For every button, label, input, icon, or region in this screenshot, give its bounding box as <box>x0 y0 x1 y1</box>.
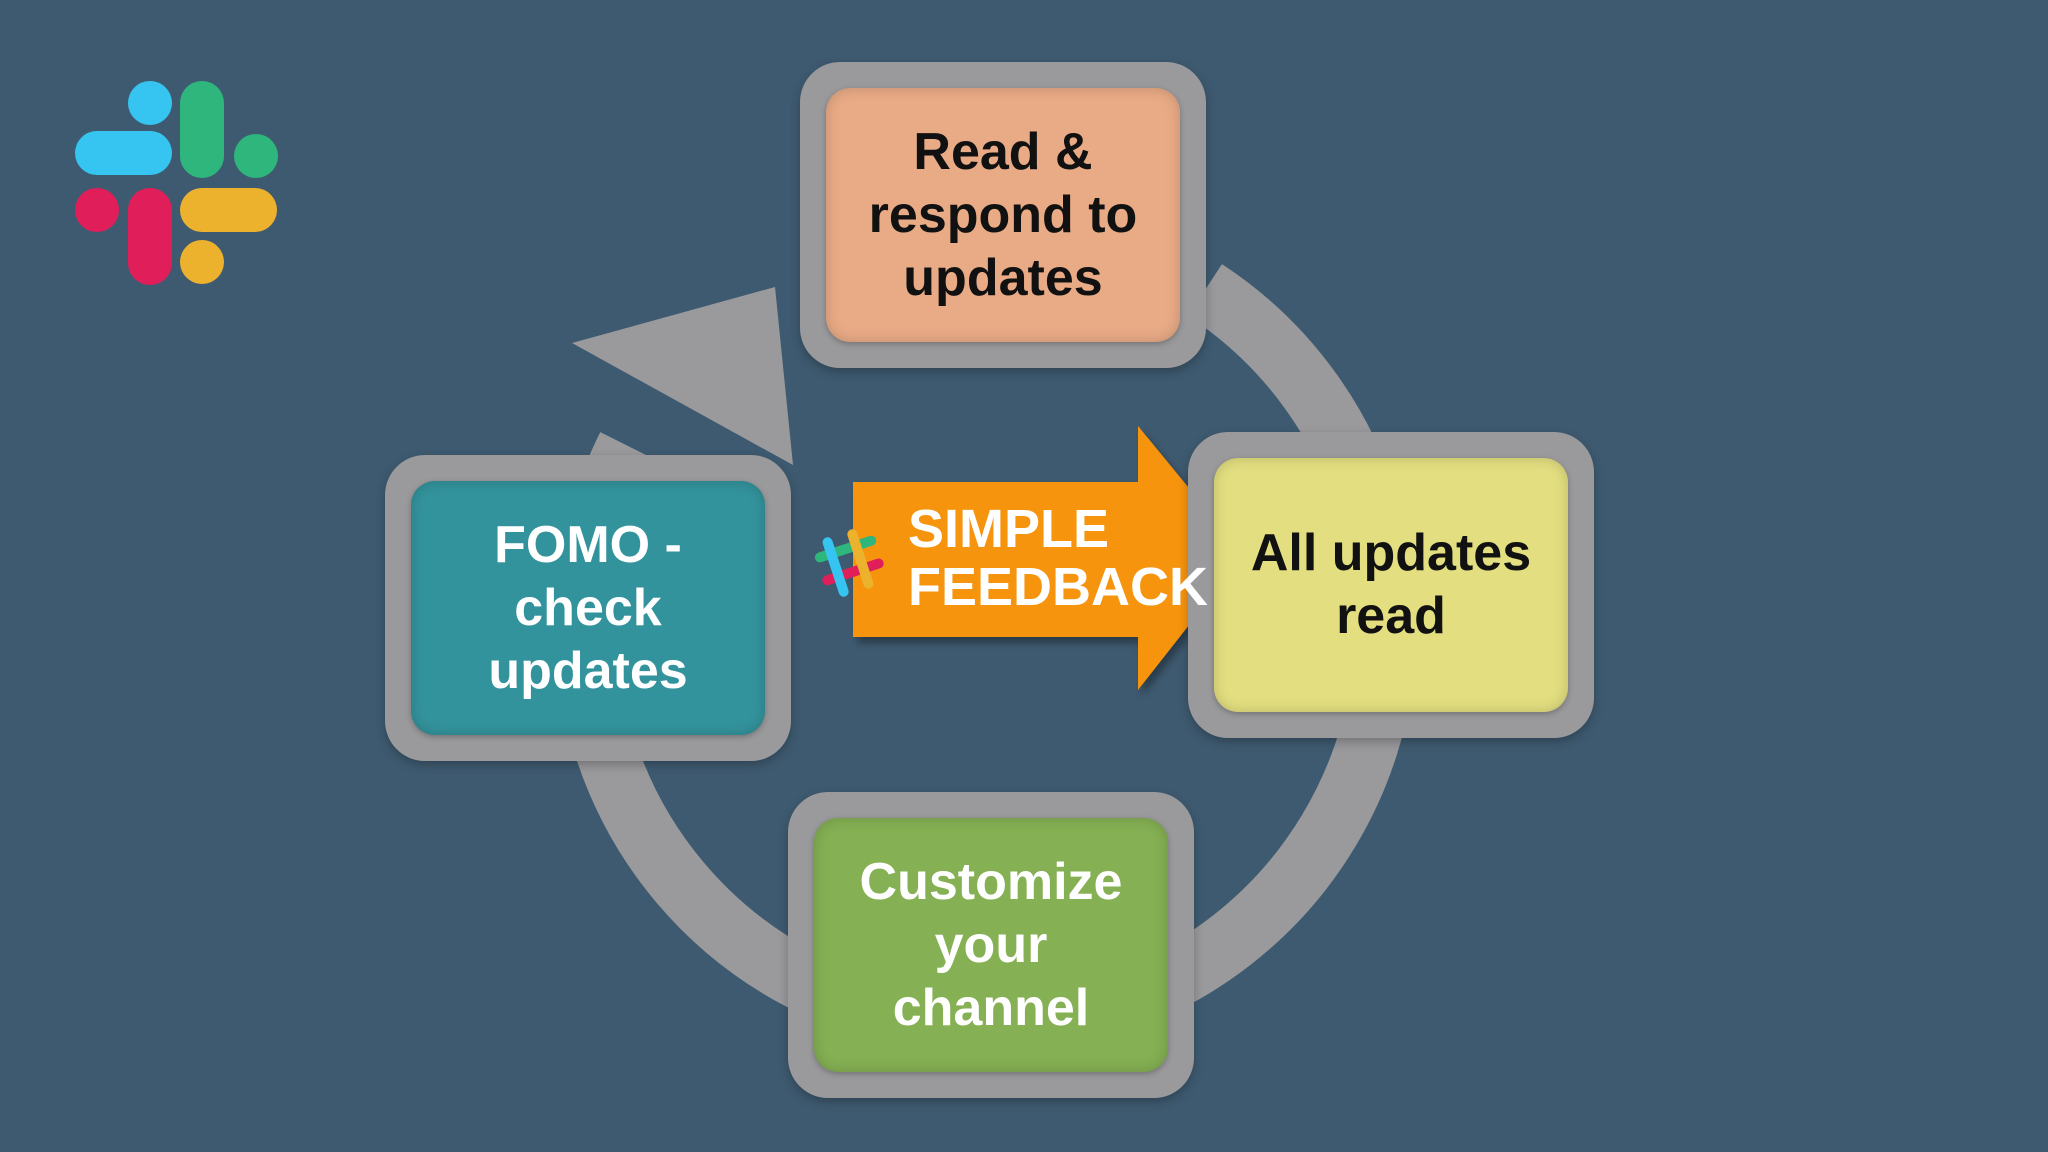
node-customize-label: Customize your channel <box>859 852 1123 1037</box>
node-read-frame: Read & respond to updates <box>800 62 1206 368</box>
node-all-updates-read: All updates read <box>1214 458 1568 712</box>
node-fomo-check: FOMO - check updates <box>411 481 765 735</box>
node-read-respond: Read & respond to updates <box>826 88 1180 342</box>
simple-feedback-arrow <box>853 426 1244 690</box>
node-customize-frame: Customize your channel <box>788 792 1194 1098</box>
slack-hash-icon <box>814 529 884 597</box>
slack-logo-icon <box>75 81 278 285</box>
node-read-label: Read & respond to updates <box>868 122 1138 307</box>
node-fomo-frame: FOMO - check updates <box>385 455 791 761</box>
node-fomo-label: FOMO - check updates <box>488 515 688 700</box>
node-customize-channel: Customize your channel <box>814 818 1168 1072</box>
node-all-read-label: All updates read <box>1250 524 1532 645</box>
node-all-read-frame: All updates read <box>1188 432 1594 738</box>
simple-feedback-label: SIMPLE FEEDBACK <box>908 499 1209 617</box>
cycle-arrow-head <box>572 287 793 465</box>
